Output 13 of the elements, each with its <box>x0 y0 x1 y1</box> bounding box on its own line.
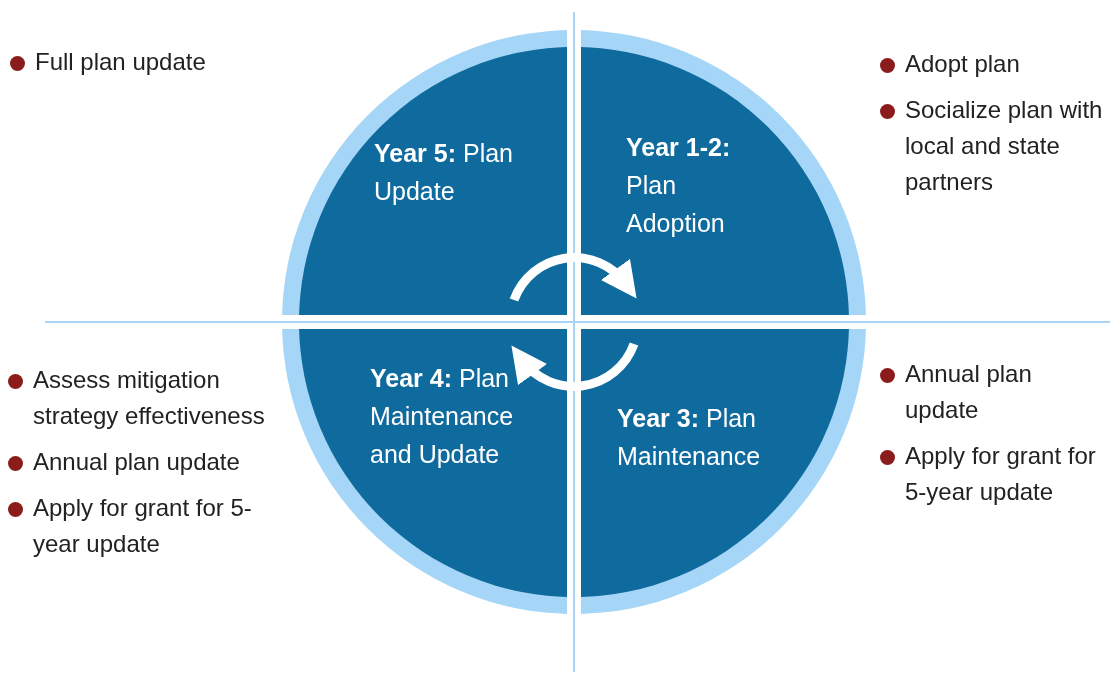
bullet-text: Full plan update <box>35 47 206 77</box>
quadrant-title: Year 3: Plan Maintenance <box>617 403 762 472</box>
quadrant-segment <box>581 329 866 614</box>
bullet-text: Socialize plan with local and state partners <box>905 95 1104 197</box>
bullet-text: Apply for grant for 5-year update <box>905 441 1097 507</box>
bullet-text: Annual plan update <box>33 447 240 477</box>
bullet-text: Apply for grant for 5-year update <box>33 493 253 559</box>
quadrant-title: Year 1-2: Plan Adoption <box>626 132 732 239</box>
bullet-text: Annual plan update <box>905 359 1033 425</box>
quadrant-title: Year 5: Plan Update <box>374 138 514 207</box>
quadrant-title: Year 4: Plan Maintenance and Update <box>370 363 515 470</box>
bullet-text: Assess mitigation strategy effectiveness <box>33 365 266 431</box>
bullet-text: Adopt plan <box>905 49 1020 79</box>
